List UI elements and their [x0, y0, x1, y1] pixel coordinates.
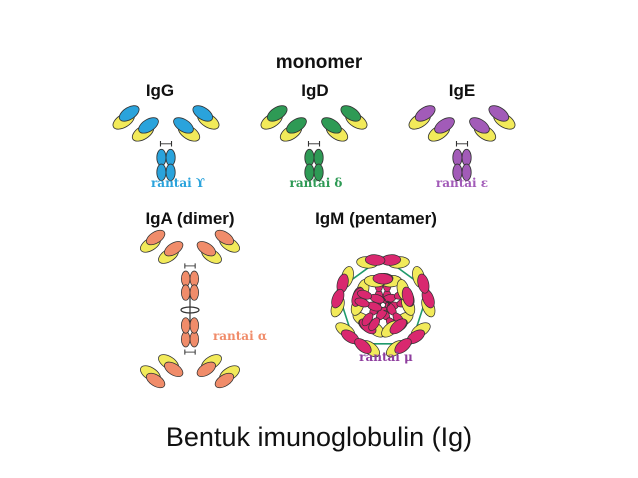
antibody-shapes [112, 105, 516, 389]
igm-chain-label: rantai μ [359, 350, 413, 364]
igg-label: IgG [146, 81, 174, 100]
ige-chain-label: rantai ε [436, 176, 488, 190]
igm-antibody-5 [354, 266, 430, 358]
iga-antibody-bottom [140, 317, 240, 389]
monomer-title: monomer [276, 52, 363, 73]
ige-antibody [408, 105, 516, 182]
iga-antibody-top [140, 229, 240, 301]
iga-label: IgA (dimer) [145, 209, 234, 228]
ige-label: IgE [449, 81, 475, 100]
iga-chain-label: rantai α [213, 329, 267, 343]
igd-antibody [260, 105, 368, 182]
igg-chain-label: rantai ϒ [151, 176, 205, 190]
igm-label: IgM (pentamer) [315, 209, 437, 228]
igd-chain-label: rantai δ [290, 176, 343, 190]
iga-j-chain-ring [180, 306, 200, 314]
figure-caption: Bentuk imunoglobulin (Ig) [165, 422, 473, 452]
igd-label: IgD [301, 81, 328, 100]
igm-antibody-4 [356, 254, 436, 331]
igg-antibody [112, 105, 220, 182]
